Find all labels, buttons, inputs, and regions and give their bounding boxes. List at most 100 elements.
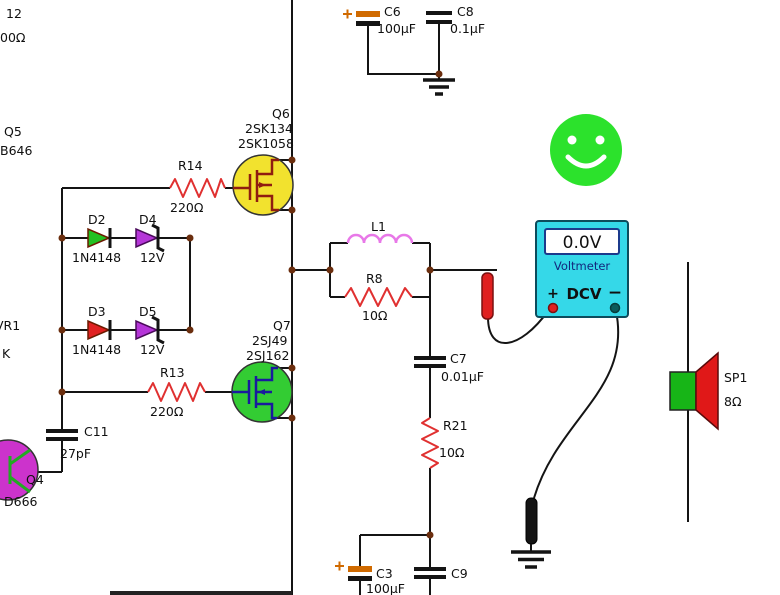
junction-dot: [58, 234, 66, 242]
capacitor-c11[interactable]: C11 27pF: [46, 424, 109, 461]
resistor-zigzag: [147, 382, 206, 402]
minus-terminal-label: −: [608, 283, 622, 303]
edge-label: 12: [6, 6, 22, 21]
diode-body: [135, 227, 159, 249]
diode-body: [135, 319, 159, 341]
component-part: D666: [4, 494, 38, 509]
smiley-face: [550, 114, 622, 186]
black-probe[interactable]: [511, 310, 620, 569]
voltmeter[interactable]: 0.0V Voltmeter + DCV −: [535, 220, 629, 318]
junction-dot: [58, 388, 66, 396]
capacitor-c8[interactable]: C8 0.1µF: [426, 4, 485, 36]
mosfet-arrow-icon: [259, 182, 266, 188]
component-label: Q4: [26, 472, 44, 487]
minus-terminal[interactable]: [609, 302, 621, 314]
component-label: Q6: [272, 106, 290, 121]
resistor-r14[interactable]: R14 220Ω: [169, 158, 226, 215]
component-label: R13: [160, 365, 185, 380]
component-label: R21: [443, 418, 468, 433]
diode-body: [87, 227, 111, 249]
zener-bar: [151, 223, 165, 253]
inductor-l1[interactable]: L1: [346, 219, 414, 244]
probe-handle[interactable]: [525, 497, 538, 545]
component-value: 1N4148: [72, 342, 121, 357]
component-value: 220Ω: [150, 404, 184, 419]
component-part: 2SJ49: [252, 333, 288, 348]
zener-d5[interactable]: D5 12V: [135, 304, 165, 357]
mosfet-arrow-icon: [258, 389, 265, 395]
junction-dot: [288, 414, 296, 422]
component-label: D4: [139, 212, 157, 227]
resistor-zigzag: [169, 178, 226, 198]
ground-icon: [423, 78, 455, 96]
junction-dots: [58, 70, 443, 539]
junction-dot: [186, 234, 194, 242]
resistor-r21[interactable]: R21 10Ω: [421, 417, 468, 469]
bottom-edge-artifact: [110, 591, 292, 595]
junction-dot: [288, 266, 296, 274]
status-smiley-icon: [550, 114, 622, 186]
cap-plate: [348, 576, 372, 581]
capacitor-c6[interactable]: C6 100µF: [343, 4, 416, 36]
speaker-cone: [695, 351, 719, 431]
component-label: Q7: [273, 318, 291, 333]
component-label: D2: [88, 212, 106, 227]
component-label: C6: [384, 4, 401, 19]
plus-icon: [343, 9, 352, 19]
cap-plate: [356, 11, 380, 17]
component-value: 8Ω: [724, 394, 742, 409]
capacitor-c7[interactable]: C7 0.01µF: [414, 351, 484, 384]
edge-label: VR1: [0, 318, 20, 333]
edge-label: Q5: [4, 124, 22, 139]
transistor-q4[interactable]: Q4 D666: [0, 439, 44, 509]
red-probe[interactable]: [481, 272, 549, 345]
junction-dot: [288, 156, 296, 164]
speaker-sp1[interactable]: SP1 8Ω: [669, 351, 747, 431]
junction-dot: [58, 326, 66, 334]
mosfet-q7[interactable]: Q7 2SJ49 2SJ162: [231, 318, 293, 423]
resistor-r8[interactable]: R8 10Ω: [344, 271, 413, 323]
cap-plate: [348, 566, 372, 572]
component-label: SP1: [724, 370, 747, 385]
component-value: 27pF: [60, 446, 91, 461]
component-value: 10Ω: [439, 445, 465, 460]
component-value: 0.1µF: [450, 21, 485, 36]
junction-dot: [326, 266, 334, 274]
probe-handle[interactable]: [481, 272, 494, 320]
capacitor-c3[interactable]: C3 100µF: [335, 561, 405, 595]
component-value: 12V: [140, 342, 165, 357]
smiley-mouth: [565, 154, 607, 169]
speaker-magnet: [669, 371, 697, 411]
transistor-body: [0, 439, 39, 501]
inductor-coil: [346, 233, 414, 244]
junction-dot: [288, 206, 296, 214]
junction-dot: [426, 266, 434, 274]
component-label: D5: [139, 304, 157, 319]
voltmeter-display: [544, 228, 620, 255]
resistor-r13[interactable]: R13 220Ω: [147, 365, 206, 419]
voltmeter-label: Voltmeter: [554, 259, 611, 273]
mosfet-q6[interactable]: Q6 2SK134 2SK1058: [232, 106, 294, 216]
junction-dot: [426, 531, 434, 539]
component-part: 2SK134: [245, 121, 293, 136]
cap-plate: [356, 21, 380, 26]
capacitor-c9[interactable]: C9: [414, 566, 468, 581]
diode-d2[interactable]: D2 1N4148: [72, 212, 121, 265]
diode-body: [87, 319, 111, 341]
resistor-zigzag: [344, 287, 413, 307]
component-value: 100µF: [377, 21, 416, 36]
diode-d3[interactable]: D3 1N4148: [72, 304, 121, 357]
smiley-eye: [595, 135, 605, 145]
edge-label: K: [2, 346, 11, 361]
plus-terminal-label: +: [547, 286, 559, 302]
component-label: C9: [451, 566, 468, 581]
component-part: 2SK1058: [238, 136, 294, 151]
component-value: 0.01µF: [441, 369, 484, 384]
plus-terminal[interactable]: [547, 302, 559, 314]
edge-label: B646: [0, 143, 32, 158]
resistor-zigzag: [421, 417, 439, 469]
plus-icon: [335, 561, 344, 571]
junction-dot: [288, 364, 296, 372]
zener-d4[interactable]: D4 12V: [135, 212, 165, 265]
zener-bar: [151, 315, 165, 345]
